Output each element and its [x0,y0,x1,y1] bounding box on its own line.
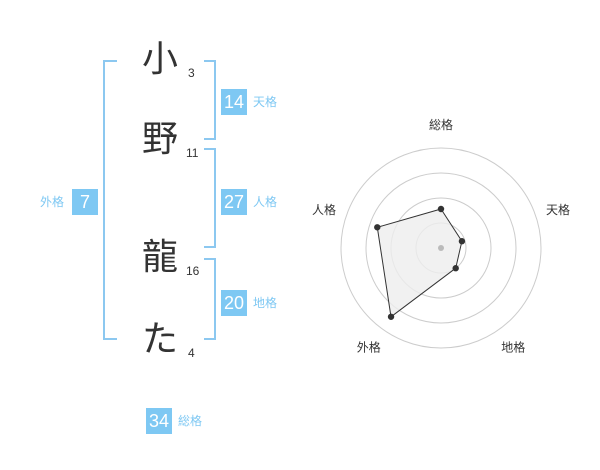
tenkaku-bracket [204,60,216,140]
gaikaku-label: 外格 [40,195,65,209]
radar-center [438,245,444,251]
gaikaku-bracket [103,60,117,340]
radar-label-1: 天格 [546,202,570,217]
radar-point-0 [437,205,445,213]
tenkaku-label: 天格 [253,95,278,109]
chikaku-bracket [204,258,216,340]
name-char-3: 龍 [141,237,178,278]
radar-ring-3 [365,172,517,324]
gaikaku-badge: 7 [72,189,98,215]
chikaku-badge: 20 [221,290,248,316]
radar-ring-4 [340,147,542,349]
radar-polygon [376,208,463,318]
radar-label-2: 地格 [501,340,525,355]
radar-label-3: 外格 [357,340,381,355]
radar-points [374,205,466,320]
jinkaku-label: 人格 [253,195,278,209]
name-char-2: 野 [141,119,178,160]
stroke-count-1: 3 [188,66,195,80]
radar-point-4 [374,224,381,231]
stroke-count-2: 11 [186,146,199,160]
radar-point-2 [452,265,459,272]
soukaku-label: 総格 [178,414,203,428]
jinkaku-bracket [204,148,216,248]
radar-label-4: 人格 [312,202,336,217]
soukaku-badge: 34 [146,408,173,434]
radar-point-1 [458,238,466,245]
name-char-1: 小 [141,39,178,80]
stroke-count-3: 16 [186,264,200,278]
name-char-4: た [141,319,178,360]
tenkaku-badge: 14 [221,89,248,115]
radar-label-0: 総格 [429,117,453,132]
chikaku-label: 地格 [253,296,278,310]
jinkaku-badge: 27 [221,189,248,215]
radar-point-3 [387,313,395,320]
stroke-count-4: 4 [188,346,195,360]
